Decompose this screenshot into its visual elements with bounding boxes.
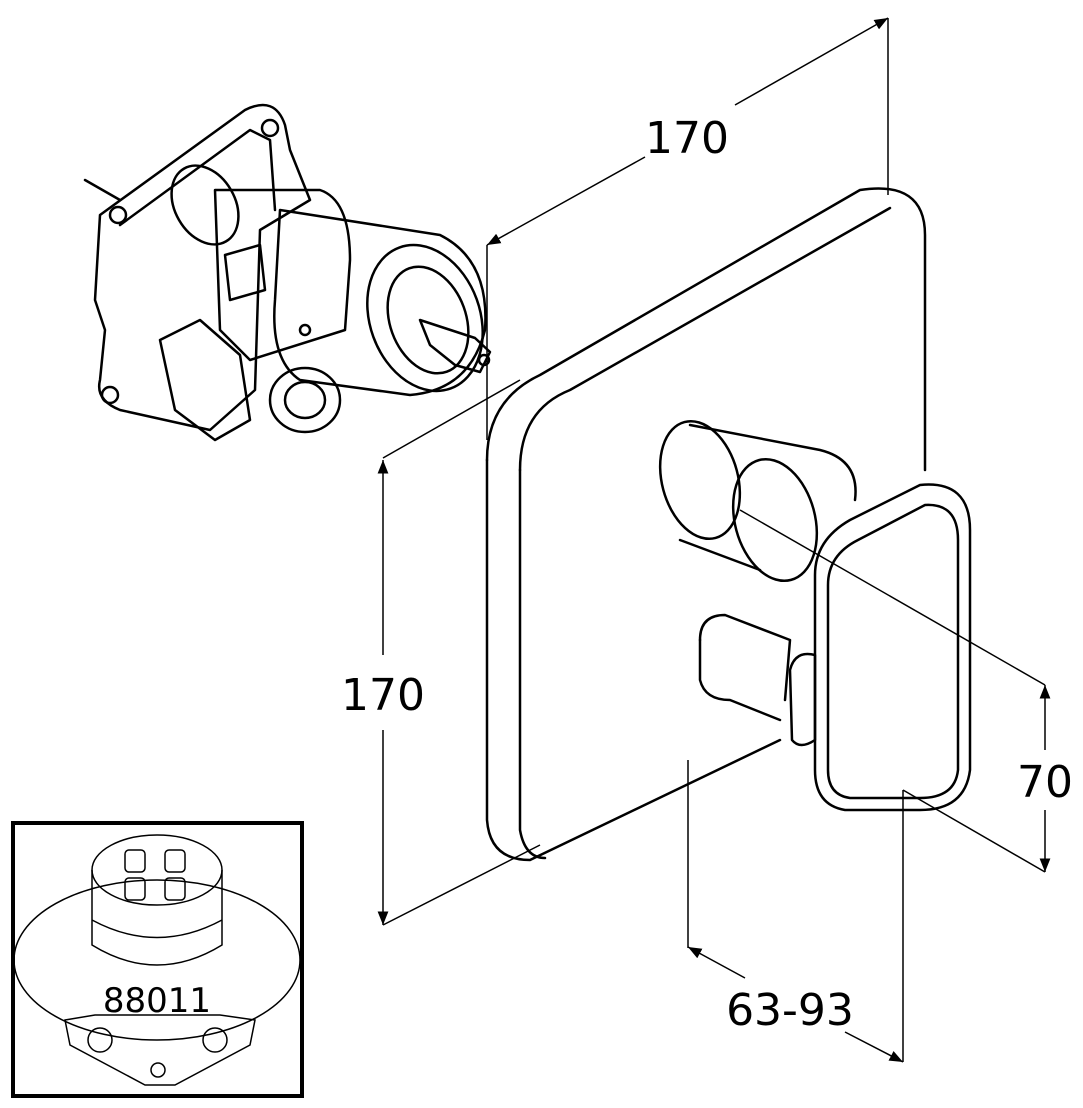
inset-mounting-box: 88011 xyxy=(11,821,304,1098)
dimension-label-height: 170 xyxy=(341,670,425,721)
concealed-valve-body xyxy=(83,103,492,442)
lever-handle xyxy=(658,419,972,812)
dimension-label-width: 170 xyxy=(645,113,729,164)
dimension-label-handle: 70 xyxy=(1017,757,1073,808)
dimension-height-left: 170 xyxy=(341,379,541,926)
dimension-label-projection: 63-93 xyxy=(726,985,854,1036)
dimension-handle-height: 70 xyxy=(739,509,1073,873)
dimension-width-top: 170 xyxy=(486,17,889,440)
inset-part-number: 88011 xyxy=(103,981,211,1021)
dimension-projection: 63-93 xyxy=(687,760,904,1063)
cover-plate xyxy=(485,187,927,862)
